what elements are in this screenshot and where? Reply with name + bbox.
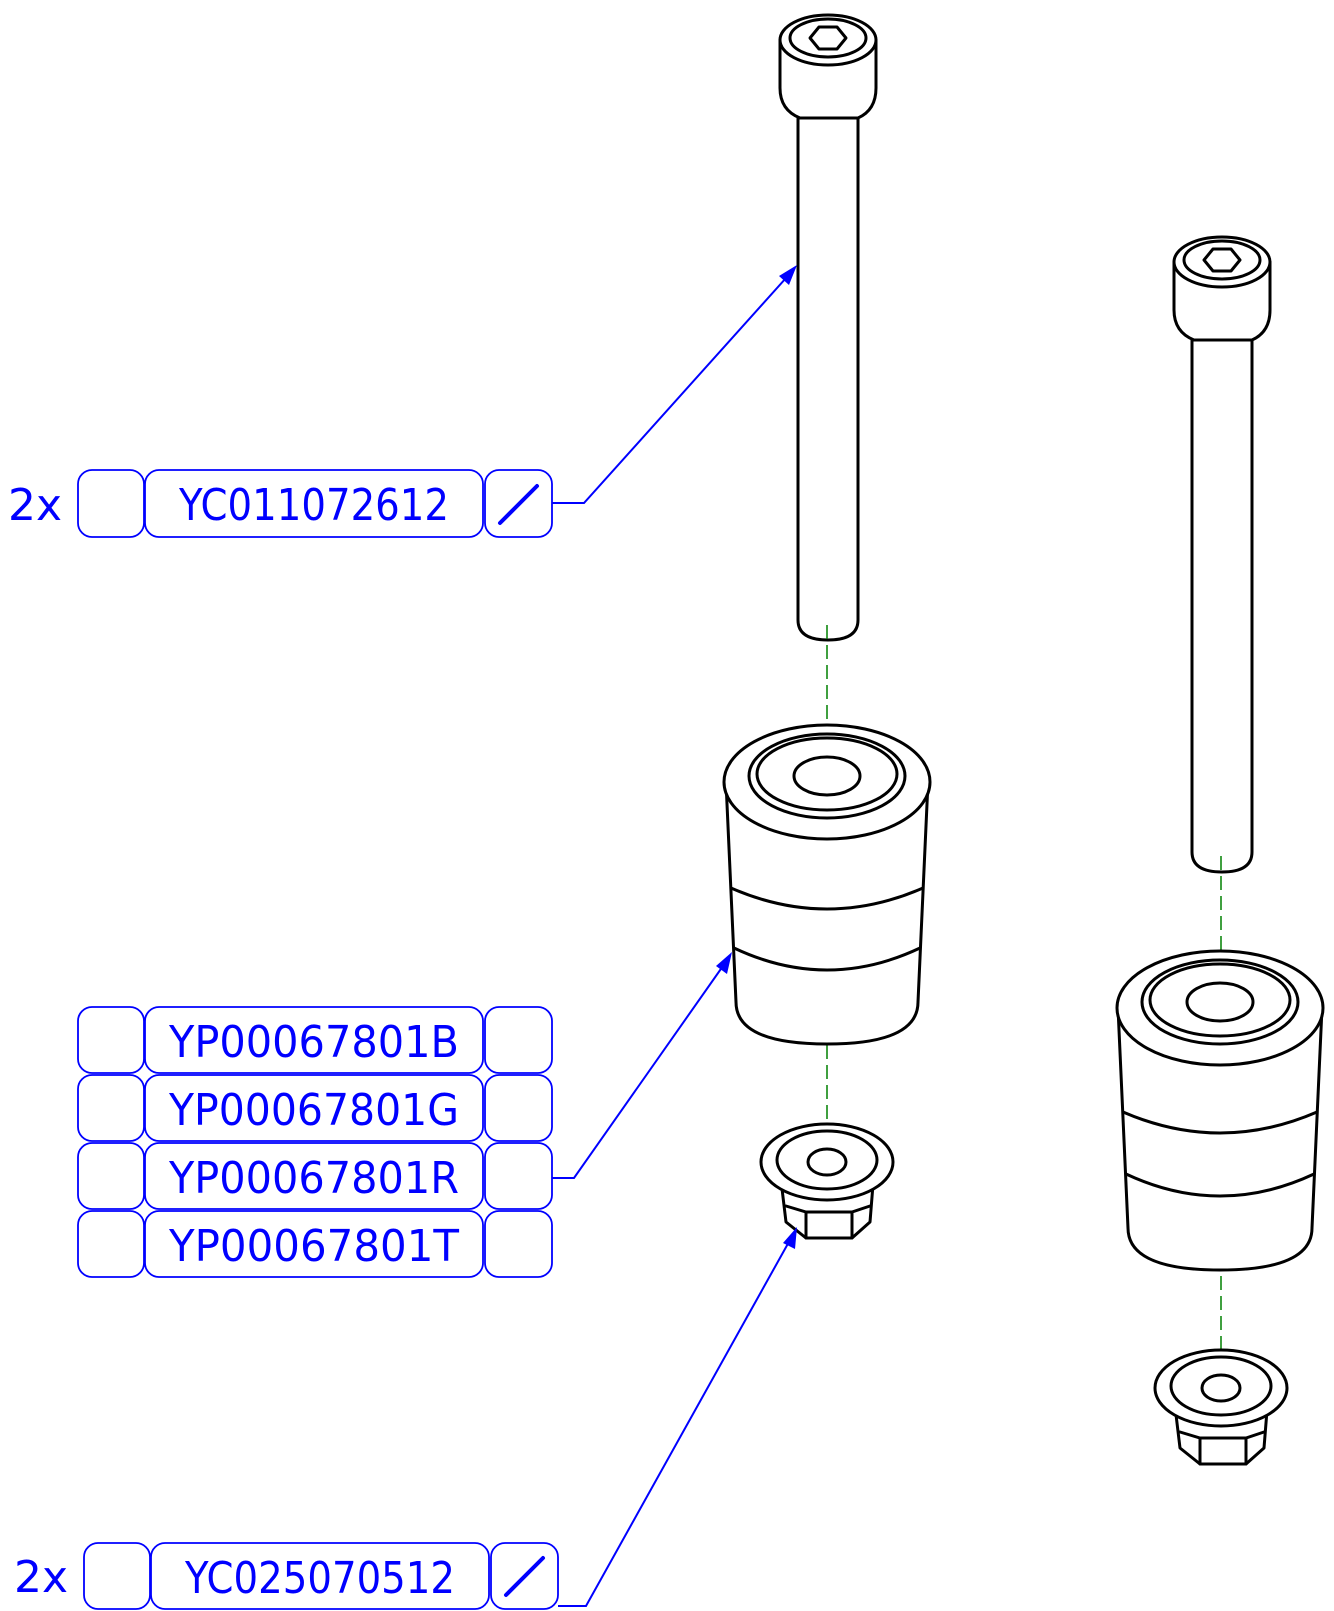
nut-code-cell xyxy=(150,1542,490,1610)
socket-head-screw-right xyxy=(1172,235,1272,874)
variant-code-cell xyxy=(144,1074,484,1142)
color-swatch xyxy=(484,1210,553,1278)
assembly-right xyxy=(1115,235,1325,1466)
variant-code-cell xyxy=(144,1210,484,1278)
assembly-left xyxy=(722,13,932,1240)
callout-nut: 2x YC025070512 xyxy=(14,1542,559,1610)
socket-head-screw-left xyxy=(778,13,878,642)
variant-blank-cell xyxy=(77,1142,145,1210)
callout-screw: 2x YC011072612 xyxy=(8,469,553,538)
arrowhead-screw xyxy=(779,265,797,285)
spacer-right xyxy=(1115,949,1325,1272)
variant-part-number: YP00067801T xyxy=(168,1221,459,1272)
arrowhead-nut xyxy=(783,1227,797,1249)
variant-row: YP00067801B xyxy=(77,1006,553,1074)
color-swatch xyxy=(484,1006,553,1074)
variant-row: YP00067801T xyxy=(77,1210,553,1278)
variant-part-number: YP00067801G xyxy=(168,1085,459,1136)
slash-icon xyxy=(498,484,539,525)
variant-blank-cell xyxy=(77,1006,145,1074)
variant-code-cell xyxy=(144,1142,484,1210)
variant-part-number: YP00067801R xyxy=(168,1153,459,1204)
color-swatch xyxy=(484,1142,553,1210)
leader-nut xyxy=(558,1230,796,1607)
color-swatch xyxy=(484,1074,553,1142)
leader-screw xyxy=(552,267,796,504)
variant-part-number: YP00067801B xyxy=(168,1017,459,1068)
nut-part-number: YC025070512 xyxy=(184,1553,455,1604)
variant-row: YP00067801R xyxy=(77,1142,553,1210)
flange-nut-right xyxy=(1153,1348,1289,1466)
arrowhead-spacer xyxy=(716,952,732,974)
spacer-left xyxy=(722,723,932,1046)
slash-icon xyxy=(504,1556,545,1597)
leader-spacer xyxy=(552,955,731,1179)
variant-blank-cell xyxy=(77,1210,145,1278)
screw-code-cell xyxy=(144,469,484,538)
nut-blank-cell xyxy=(83,1542,151,1610)
variant-code-cell xyxy=(144,1006,484,1074)
screw-quantity: 2x xyxy=(8,480,62,531)
flange-nut-left xyxy=(759,1122,895,1240)
variant-blank-cell xyxy=(77,1074,145,1142)
leader-lines xyxy=(552,265,797,1607)
variant-row: YP00067801G xyxy=(77,1074,553,1142)
nut-quantity: 2x xyxy=(14,1552,68,1603)
screw-blank-cell xyxy=(77,469,145,538)
callout-spacer-variants: YP00067801B YP00067801G YP00067801R YP00… xyxy=(77,1006,553,1278)
screw-part-number: YC011072612 xyxy=(178,480,449,531)
